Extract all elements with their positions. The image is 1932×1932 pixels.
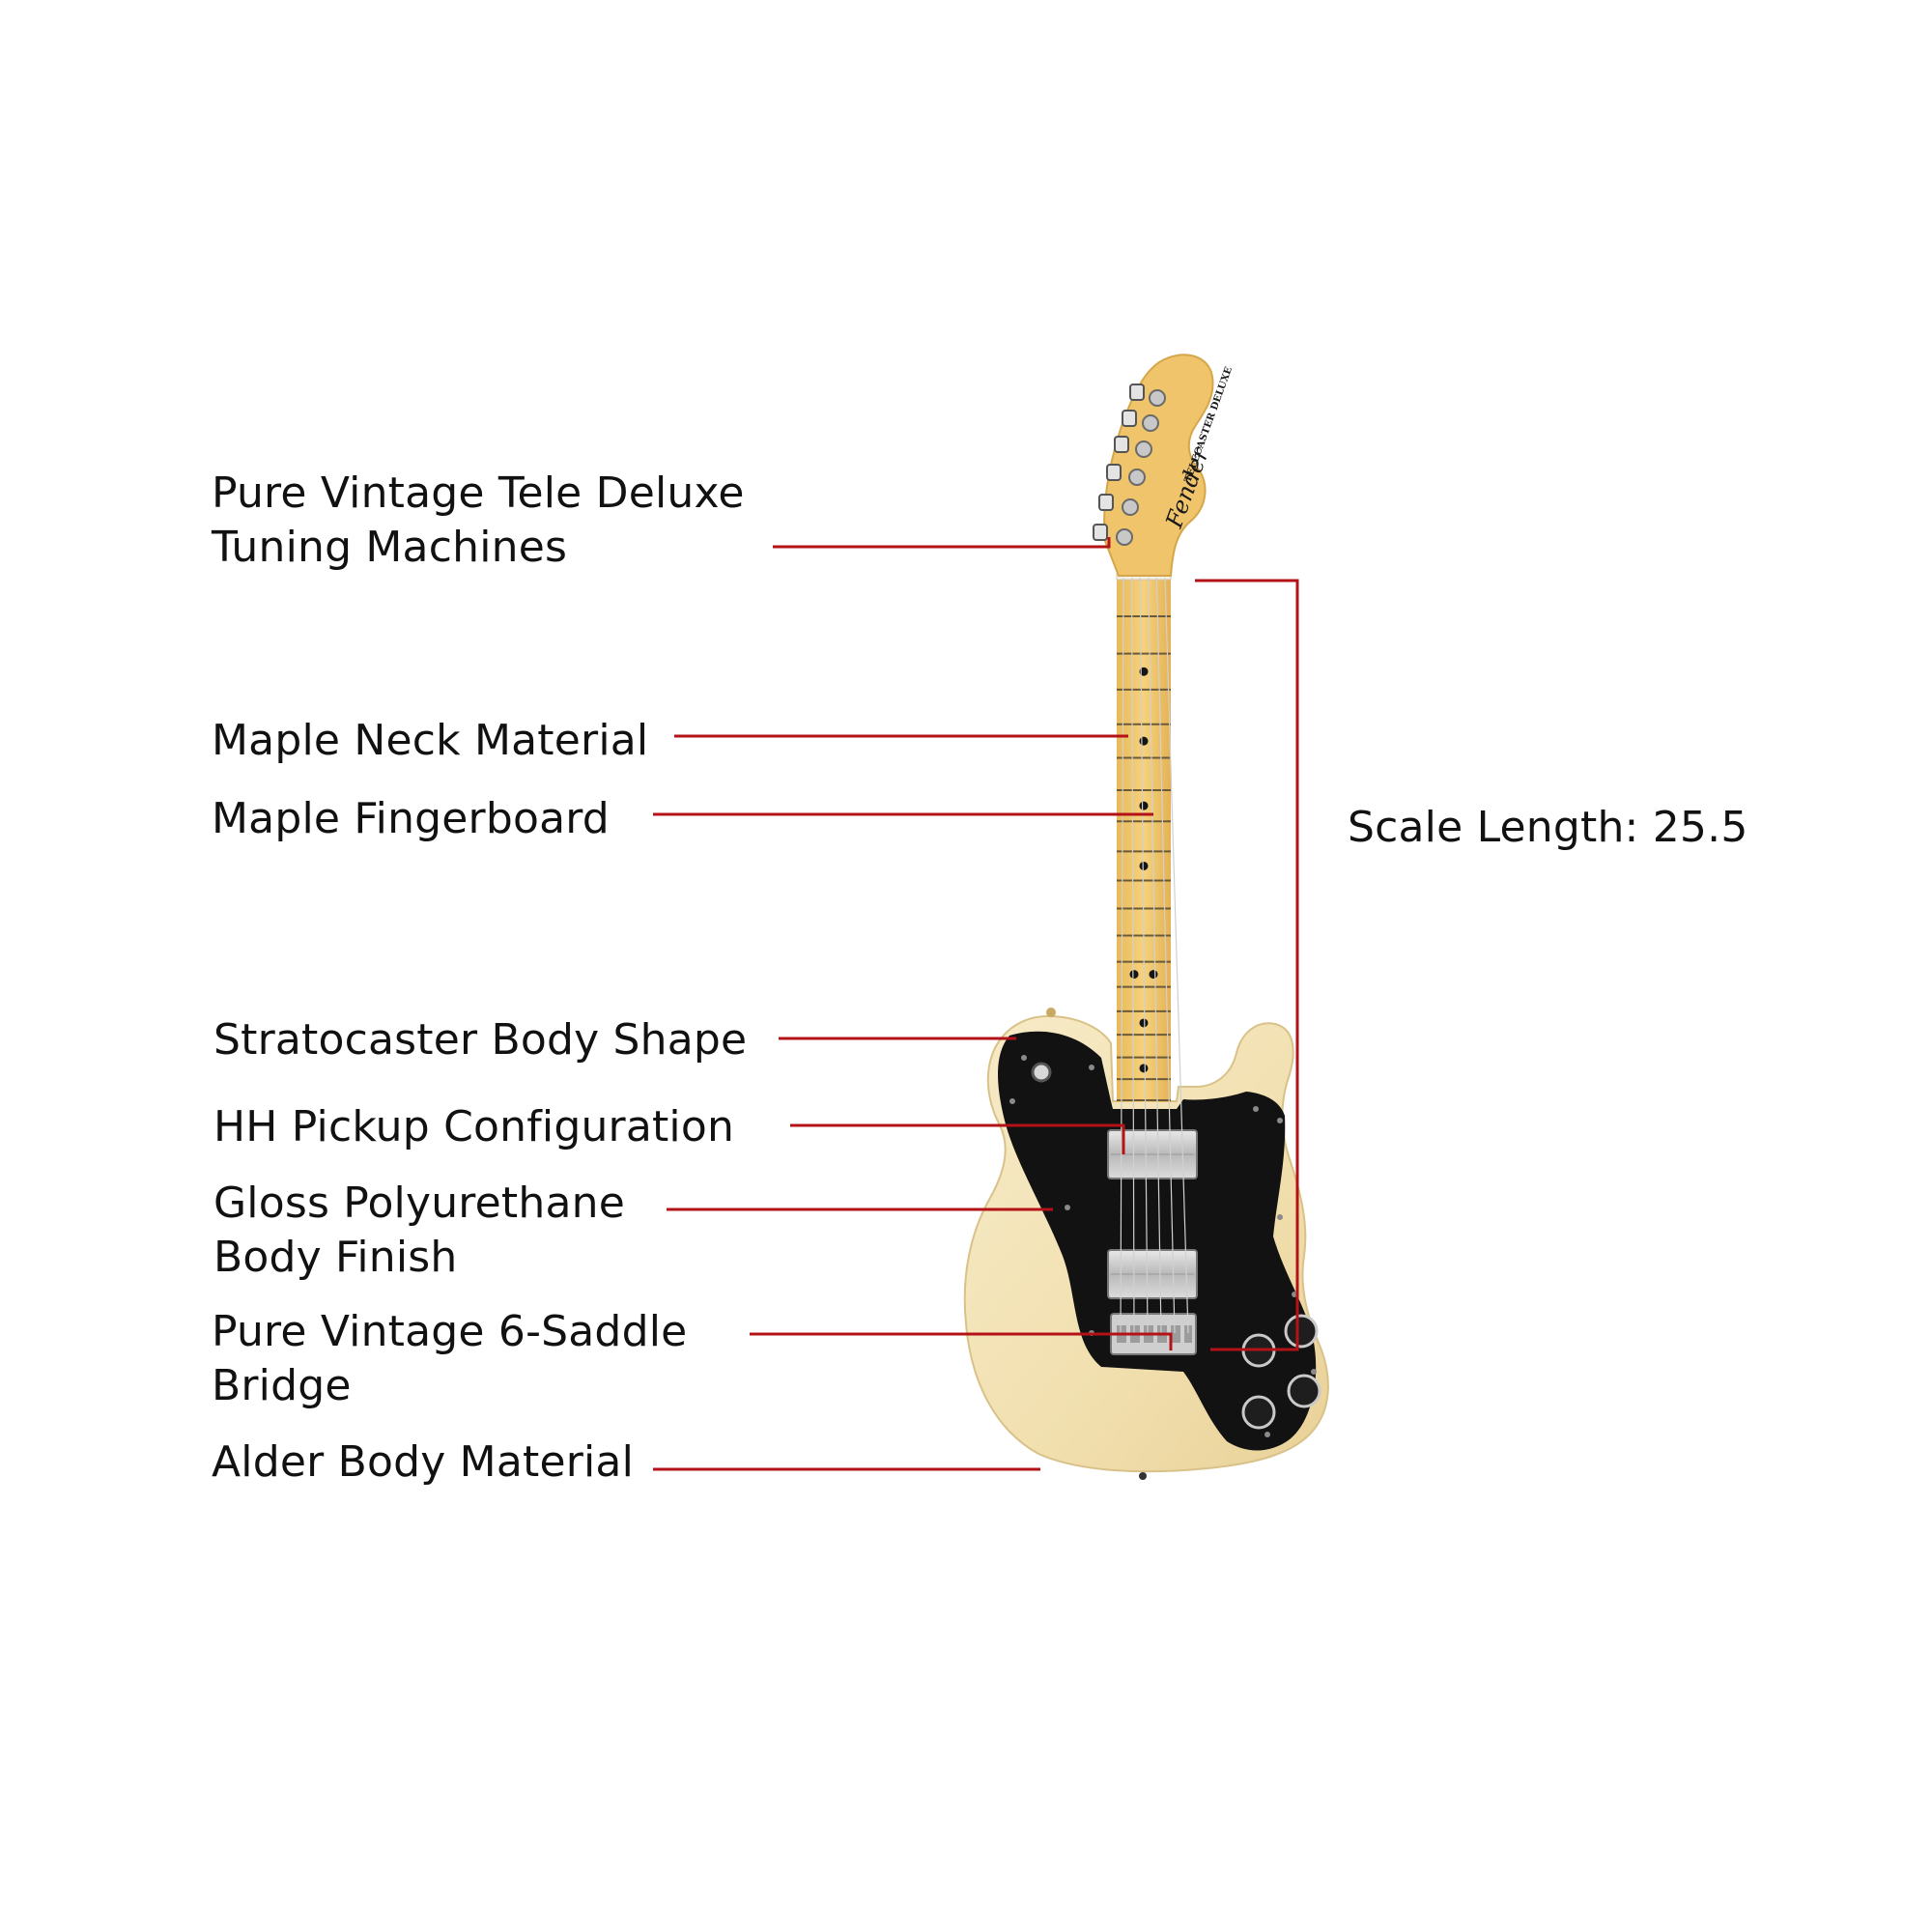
label-body-shape: Stratocaster Body Shape — [213, 1015, 748, 1065]
label-pickup-configuration: HH Pickup Configuration — [213, 1102, 735, 1151]
strap-button — [1139, 1472, 1147, 1480]
callout-pickups — [790, 1123, 1125, 1154]
label-body-finish: Gloss Polyurethane Body Finish — [213, 1177, 625, 1285]
neck — [1116, 573, 1172, 1102]
label-neck-material: Maple Neck Material — [212, 716, 649, 765]
fret-marker — [1139, 1064, 1149, 1073]
label-tuning-machines: Pure Vintage Tele Deluxe Tuning Machines — [212, 467, 745, 575]
label-bridge: Pure Vintage 6-Saddle Bridge — [212, 1305, 687, 1413]
callout-scale-length — [1195, 579, 1299, 1351]
label-bridge-line1: Pure Vintage 6-Saddle — [212, 1307, 688, 1356]
fret-marker — [1149, 970, 1158, 980]
callout-tuners — [773, 537, 1111, 549]
headstock: Fender TELECASTER DELUXE — [1093, 354, 1235, 577]
label-tuning-machines-line2: Tuning Machines — [212, 523, 568, 572]
fret-marker — [1139, 801, 1149, 810]
label-bridge-line2: Bridge — [212, 1361, 352, 1410]
string — [1155, 577, 1176, 1334]
fret-marker — [1129, 970, 1139, 980]
tuning-machines — [1093, 384, 1166, 546]
label-body-material: Alder Body Material — [212, 1437, 635, 1487]
callout-bridge — [750, 1332, 1173, 1350]
input-jack — [1031, 1062, 1052, 1083]
string — [1148, 577, 1162, 1334]
pickguard — [998, 1031, 1317, 1451]
string — [1120, 577, 1124, 1334]
string — [1130, 577, 1135, 1334]
label-body-finish-line2: Body Finish — [213, 1233, 458, 1282]
callout-lines — [653, 537, 1299, 1471]
label-tuning-machines-line1: Pure Vintage Tele Deluxe — [212, 469, 745, 518]
fret-marker — [1139, 1018, 1149, 1028]
bridge-humbucker — [1107, 1249, 1198, 1299]
label-scale-length: Scale Length: 25.5 — [1348, 803, 1748, 852]
string — [1139, 577, 1149, 1334]
label-body-finish-line1: Gloss Polyurethane — [213, 1179, 625, 1228]
fret-marker — [1139, 736, 1149, 746]
fret-markers — [1129, 667, 1158, 1073]
strings — [1120, 577, 1189, 1334]
label-fingerboard: Maple Fingerboard — [212, 794, 610, 843]
fingerboard — [1117, 576, 1171, 1102]
string — [1164, 577, 1189, 1334]
fret-marker — [1139, 861, 1149, 870]
